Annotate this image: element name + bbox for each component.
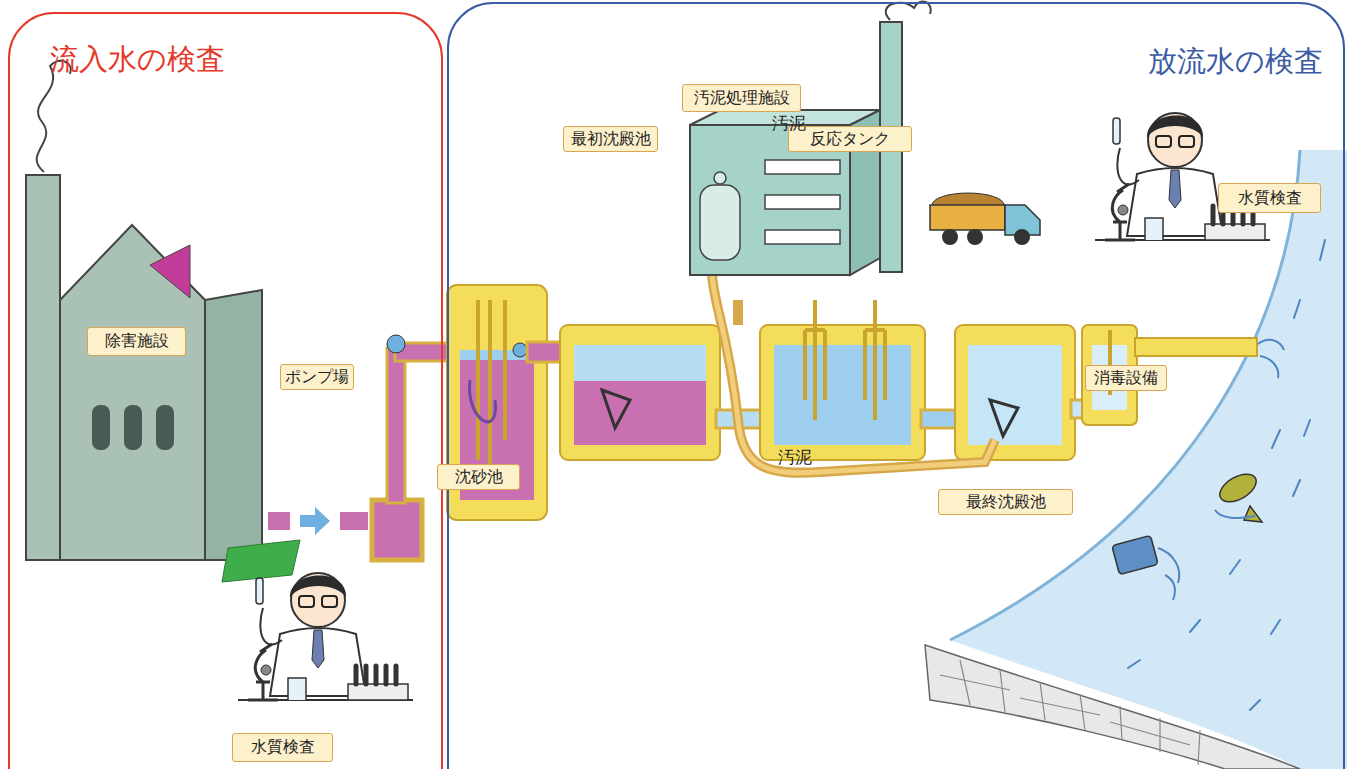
- scientist-inflow: [238, 573, 413, 700]
- facility-label: 消毒設備: [1085, 365, 1167, 391]
- primary-settling-tank: [560, 325, 720, 460]
- sludge-smoke: [886, 1, 931, 20]
- factory-window: [156, 405, 174, 450]
- outlet-splash: [1258, 340, 1284, 378]
- tank-wall: [560, 325, 720, 460]
- grit-rotor: [470, 380, 496, 422]
- sludge-digester-top: [714, 172, 726, 184]
- facility-label: 水質検査: [232, 733, 333, 762]
- facility-label: 反応タンク: [788, 126, 912, 152]
- tank-wall: [955, 325, 1075, 460]
- factory-ramp: [222, 540, 300, 582]
- factory-roof-mark: [150, 245, 190, 298]
- truck-wheel: [942, 229, 958, 245]
- facility-name: 沈砂池: [455, 467, 503, 488]
- water-ripples: [1128, 190, 1325, 710]
- fish-body: [1215, 468, 1261, 507]
- final-settling-tank: [955, 325, 1075, 460]
- facility-name: 水質検査: [251, 737, 315, 758]
- aerator: [805, 300, 885, 420]
- outlet-pipe: [1135, 338, 1257, 356]
- factory-chimney: [26, 175, 60, 560]
- reaction-tank: [760, 300, 925, 460]
- inspection-band: 放流水の検査沈砂池 最初沈殿池 汚泥処理施設反応タンク最終沈殿池 消毒設備 水質検査: [447, 2, 1345, 769]
- tank-water: [968, 345, 1062, 445]
- grit-chamber: [447, 285, 547, 520]
- facility-label: 沈砂池: [437, 464, 520, 490]
- truck-wheel: [1014, 229, 1030, 245]
- sludge-treatment-building: [690, 1, 931, 275]
- scraper: [602, 390, 630, 428]
- flow-arrow: [300, 507, 330, 535]
- truck-wheel: [967, 229, 983, 245]
- facility-label: 汚泥処理施設: [682, 84, 801, 112]
- facility-label: 除害施設: [87, 327, 186, 356]
- dump-truck: [930, 193, 1040, 245]
- facility-name: 消毒設備: [1094, 368, 1158, 389]
- grit-valve: [513, 343, 527, 357]
- outfall-pipe: [1112, 535, 1180, 600]
- outfall-pipe-body: [1112, 535, 1158, 574]
- tank-water: [574, 345, 706, 381]
- flow-label: 汚泥: [778, 446, 812, 469]
- factory-wing: [205, 290, 262, 560]
- facility-name: 最初沈殿池: [571, 129, 651, 150]
- factory-window: [124, 405, 142, 450]
- facility-name: 最終沈殿池: [966, 492, 1046, 513]
- flow-label: 汚泥: [772, 112, 806, 135]
- factory-body: [60, 225, 205, 560]
- sludge-window-row: [765, 195, 840, 209]
- facility-name: 反応タンク: [810, 129, 890, 150]
- fish-splash: [1215, 510, 1255, 518]
- inspection-band: 流入水の検査除害施設ポンプ場水質検査: [8, 12, 443, 769]
- truck-bed: [930, 205, 1005, 230]
- stone-wall: [925, 645, 1300, 769]
- facility-label: 水質検査: [1218, 183, 1321, 213]
- factory-smoke: [37, 61, 71, 172]
- scientist-outflow: [1095, 113, 1270, 240]
- sludge-pipe: [712, 272, 995, 473]
- sludge-pipe: [733, 300, 743, 325]
- facility-label: 最終沈殿池: [938, 489, 1073, 515]
- sludge-pipe: [712, 272, 995, 473]
- factory-window: [92, 405, 110, 450]
- facility-name: 水質検査: [1238, 188, 1302, 209]
- pump-valve: [387, 335, 405, 353]
- sludge-digester: [700, 185, 740, 260]
- grit-screens: [478, 300, 505, 470]
- flow-dash: [268, 512, 290, 530]
- tank-wall: [760, 325, 925, 460]
- tank-sludge: [574, 381, 706, 445]
- facility-label: ポンプ場: [280, 364, 354, 390]
- tank-water: [774, 345, 911, 445]
- sludge-window-row: [765, 230, 840, 244]
- sludge-window-row: [765, 160, 840, 174]
- fish-tail: [1244, 506, 1262, 522]
- fish: [1215, 468, 1262, 522]
- pump-pit: [372, 500, 422, 560]
- scraper: [990, 400, 1018, 436]
- band-heading: 放流水の検査: [1148, 42, 1323, 82]
- facility-label: 最初沈殿池: [563, 126, 658, 152]
- outfall-splash: [1158, 548, 1179, 600]
- facility-name: 除害施設: [105, 331, 169, 352]
- flow-dash: [340, 512, 368, 530]
- pump-riser: [387, 348, 405, 503]
- factory: [26, 61, 300, 582]
- stone-pattern: [940, 660, 1200, 765]
- facility-name: ポンプ場: [285, 367, 349, 388]
- grit-tank: [447, 285, 547, 520]
- facility-name: 汚泥処理施設: [694, 88, 790, 109]
- pipe-mixed: [921, 410, 959, 428]
- band-heading: 流入水の検査: [50, 40, 225, 80]
